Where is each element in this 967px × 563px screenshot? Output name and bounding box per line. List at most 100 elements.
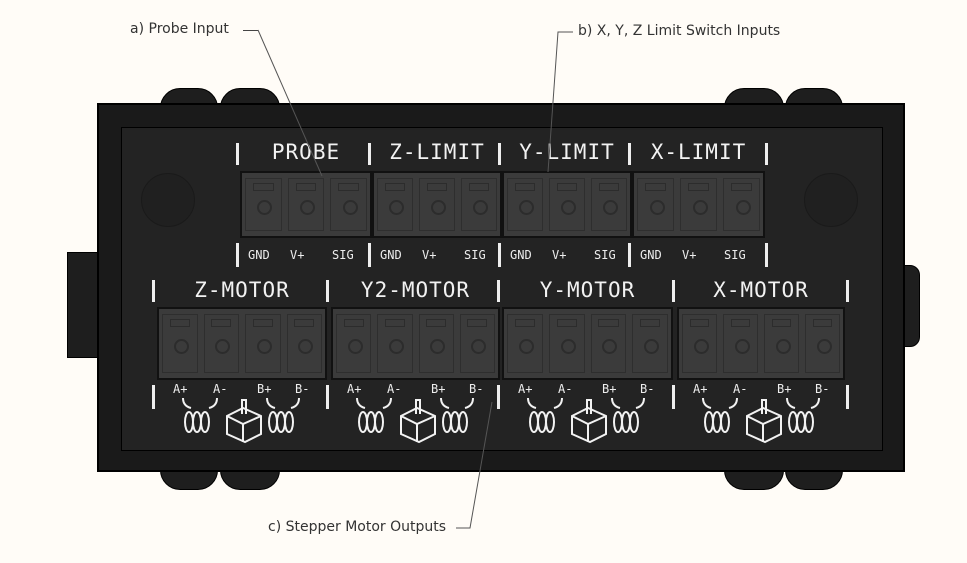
connector-label: PROBE bbox=[271, 140, 341, 164]
pin-label: B- bbox=[469, 382, 484, 396]
leader-line bbox=[243, 30, 258, 31]
stepper-motor-icon bbox=[527, 397, 645, 444]
divider bbox=[846, 385, 849, 409]
pin-label: A+ bbox=[693, 382, 708, 396]
terminal-block bbox=[331, 307, 500, 380]
connector-label: X-LIMIT bbox=[650, 140, 747, 164]
terminal-pin bbox=[336, 314, 372, 373]
divider bbox=[368, 143, 371, 165]
connector-label: Z-LIMIT bbox=[389, 140, 485, 164]
divider bbox=[152, 385, 155, 409]
divider bbox=[236, 143, 239, 165]
divider bbox=[368, 243, 371, 267]
divider bbox=[628, 143, 631, 165]
pin-label: GND bbox=[510, 248, 532, 262]
pin-label: A+ bbox=[173, 382, 188, 396]
pin-label: A- bbox=[558, 382, 573, 396]
divider bbox=[326, 385, 329, 409]
divider bbox=[846, 280, 849, 302]
terminal-block bbox=[502, 171, 632, 238]
terminal-pin bbox=[723, 178, 760, 231]
divider bbox=[236, 243, 239, 267]
connector-label: Y-LIMIT bbox=[519, 140, 615, 164]
pin-label: A- bbox=[213, 382, 228, 396]
terminal-pin bbox=[637, 178, 674, 231]
pin-label: GND bbox=[640, 248, 662, 262]
terminal-pin bbox=[377, 314, 413, 373]
terminal-pin bbox=[590, 314, 627, 373]
pin-label: A- bbox=[733, 382, 748, 396]
terminal-pin bbox=[459, 314, 495, 373]
screw-hole bbox=[141, 173, 195, 227]
stepper-motor-icon bbox=[702, 397, 820, 444]
terminal-pin bbox=[162, 314, 198, 373]
divider bbox=[497, 385, 500, 409]
stepper-motor-icon bbox=[182, 397, 300, 444]
callout-stepper-motor-outputs: c) Stepper Motor Outputs bbox=[268, 519, 447, 535]
pin-label: SIG bbox=[464, 248, 486, 262]
pin-label: A- bbox=[387, 382, 402, 396]
terminal-pin bbox=[286, 314, 322, 373]
callout-limit-switch-inputs: b) X, Y, Z Limit Switch Inputs bbox=[578, 23, 781, 39]
terminal-pin bbox=[419, 178, 455, 231]
terminal-pin bbox=[287, 178, 325, 231]
pin-label: B+ bbox=[431, 382, 446, 396]
terminal-block bbox=[502, 307, 673, 380]
terminal-pin bbox=[680, 178, 717, 231]
pin-label: GND bbox=[380, 248, 402, 262]
terminal-pin bbox=[330, 178, 368, 231]
terminal-pin bbox=[549, 178, 585, 231]
pin-label: V+ bbox=[552, 248, 567, 262]
pin-label: A+ bbox=[518, 382, 533, 396]
pin-label: B- bbox=[815, 382, 830, 396]
terminal-pin bbox=[805, 314, 840, 373]
pin-label: V+ bbox=[290, 248, 305, 262]
terminal-pin bbox=[203, 314, 239, 373]
divider bbox=[152, 280, 155, 302]
divider bbox=[765, 143, 768, 165]
connector-label: Y2-MOTOR bbox=[360, 278, 471, 302]
terminal-block bbox=[240, 171, 372, 238]
pin-label: B- bbox=[295, 382, 310, 396]
divider bbox=[326, 280, 329, 302]
terminal-pin bbox=[507, 314, 543, 373]
terminal-pin bbox=[461, 178, 497, 231]
connector-label: Z-MOTOR bbox=[194, 278, 290, 302]
terminal-pin bbox=[632, 314, 668, 373]
terminal-pin bbox=[418, 314, 454, 373]
terminal-block bbox=[677, 307, 845, 380]
connector-label: Y-MOTOR bbox=[539, 278, 636, 302]
divider bbox=[628, 243, 631, 267]
pin-label: V+ bbox=[422, 248, 437, 262]
divider bbox=[765, 243, 768, 267]
terminal-pin bbox=[245, 314, 281, 373]
connector-label: X-MOTOR bbox=[713, 278, 809, 302]
screw-hole bbox=[804, 173, 858, 227]
divider bbox=[497, 280, 500, 302]
terminal-block bbox=[372, 171, 502, 238]
terminal-pin bbox=[548, 314, 585, 373]
pin-label: B+ bbox=[602, 382, 617, 396]
stepper-motor-icon bbox=[356, 397, 474, 444]
terminal-pin bbox=[245, 178, 282, 231]
pin-label: B+ bbox=[777, 382, 792, 396]
pin-label: B- bbox=[640, 382, 655, 396]
pin-label: SIG bbox=[594, 248, 616, 262]
terminal-pin bbox=[377, 178, 413, 231]
pin-label: A+ bbox=[347, 382, 362, 396]
divider bbox=[672, 280, 675, 302]
terminal-pin bbox=[764, 314, 799, 373]
pin-label: SIG bbox=[332, 248, 354, 262]
divider bbox=[672, 385, 675, 409]
callout-probe-input: a) Probe Input bbox=[130, 21, 229, 37]
pin-label: SIG bbox=[724, 248, 746, 262]
pin-label: GND bbox=[248, 248, 270, 262]
terminal-block bbox=[632, 171, 765, 238]
terminal-pin bbox=[723, 314, 758, 373]
terminal-pin bbox=[591, 178, 627, 231]
pin-label: V+ bbox=[682, 248, 697, 262]
terminal-block bbox=[157, 307, 327, 380]
divider bbox=[498, 143, 501, 165]
terminal-pin bbox=[507, 178, 543, 231]
terminal-pin bbox=[682, 314, 717, 373]
